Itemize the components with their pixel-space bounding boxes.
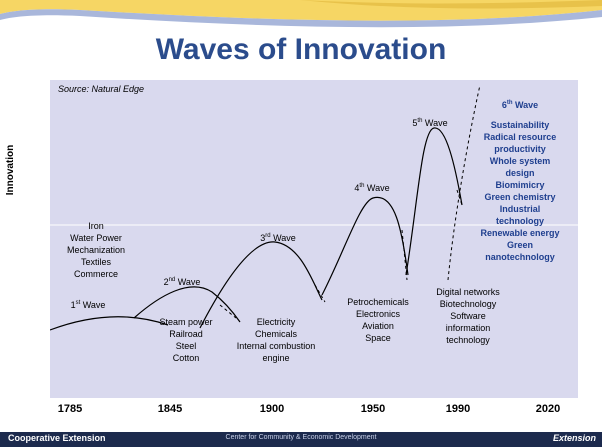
wave-5-item: information xyxy=(446,323,491,333)
wave-4-item: Space xyxy=(365,333,391,343)
x-tick-label: 1845 xyxy=(157,403,183,415)
wave-1-item: Iron xyxy=(88,221,104,231)
footer-bar: Cooperative Extension Center for Communi… xyxy=(0,432,602,447)
slide-title: Waves of Innovation xyxy=(155,33,447,66)
wave-4-tail xyxy=(401,229,408,281)
footer-org-name: Cooperative Extension xyxy=(8,433,106,443)
wave-6-item: Radical resource xyxy=(484,132,557,142)
wave-5-item: Digital networks xyxy=(436,287,500,297)
wave-6-item: Industrial xyxy=(500,204,541,214)
wave-6-item: productivity xyxy=(494,144,546,154)
wave-3-curve xyxy=(199,241,323,329)
wave-1-item: Commerce xyxy=(74,269,118,279)
slide-top-decoration xyxy=(0,0,602,80)
wave-6-item: Biomimicry xyxy=(495,180,544,190)
x-tick-label: 2020 xyxy=(535,403,561,415)
wave-5-tail xyxy=(456,189,463,206)
wave-2-item: Steam power xyxy=(159,317,212,327)
x-tick-label: 1900 xyxy=(259,403,285,415)
wave-1-curve xyxy=(49,316,169,331)
x-tick-label: 1950 xyxy=(360,403,386,415)
wave-5-item: technology xyxy=(446,335,490,345)
wave-1-item: Water Power xyxy=(70,233,122,243)
x-tick-label: 1990 xyxy=(445,403,471,415)
wave-3-label: 3rd Wave xyxy=(260,233,296,243)
wave-1-label: 1st Wave xyxy=(71,300,106,310)
y-axis-label: Innovation xyxy=(5,144,16,196)
wave-6-item: nanotechnology xyxy=(485,252,555,262)
wave-4-item: Electronics xyxy=(356,309,401,319)
wave-5-item: Software xyxy=(450,311,486,321)
waves-diagram: Source: Natural Edge 1st Wave Iron Water… xyxy=(49,84,578,363)
wave-6-curve xyxy=(447,84,481,281)
plot-area: Source: Natural Edge 1st Wave Iron Water… xyxy=(49,80,578,398)
wave-2-item: Cotton xyxy=(173,353,200,363)
wave-6-item: design xyxy=(505,168,534,178)
wave-5-label: 5th Wave xyxy=(412,118,447,128)
wave-1-item: Textiles xyxy=(81,257,112,267)
footer-center-text: Center for Community & Economic Developm… xyxy=(225,434,377,441)
wave-3-item: engine xyxy=(262,353,289,363)
wave-2-item: Railroad xyxy=(169,329,203,339)
source-text: Source: Natural Edge xyxy=(58,84,144,94)
wave-6-item: Whole system xyxy=(490,156,551,166)
wave-3-item: Electricity xyxy=(257,317,296,327)
wave-6-item: Green chemistry xyxy=(484,192,555,202)
wave-5-curve xyxy=(405,127,463,276)
wave-6-item: technology xyxy=(496,216,544,226)
wave-2-curve xyxy=(133,286,241,323)
wave-4-label: 4th Wave xyxy=(354,183,389,193)
wave-1-item: Mechanization xyxy=(67,245,125,255)
x-tick-label: 1785 xyxy=(57,403,83,415)
wave-6-item: Renewable energy xyxy=(480,228,559,238)
wave-3-tail xyxy=(314,284,326,303)
wave-3-item: Internal combustion xyxy=(237,341,316,351)
wave-6-item: Green xyxy=(507,240,533,250)
wave-6-item: Sustainability xyxy=(491,120,550,130)
wave-4-curve xyxy=(321,196,409,296)
wave-4-item: Petrochemicals xyxy=(347,297,409,307)
wave-5-item: Biotechnology xyxy=(440,299,497,309)
wave-2-item: Steel xyxy=(176,341,197,351)
wave-3-item: Chemicals xyxy=(255,329,298,339)
wave-6-label: 6th Wave xyxy=(502,100,538,110)
wave-2-label: 2nd Wave xyxy=(164,277,201,287)
extension-logo: Extension xyxy=(552,433,596,443)
x-axis-ticks: 1785 1845 1900 1950 1990 2020 xyxy=(0,403,602,423)
wave-4-item: Aviation xyxy=(362,321,394,331)
